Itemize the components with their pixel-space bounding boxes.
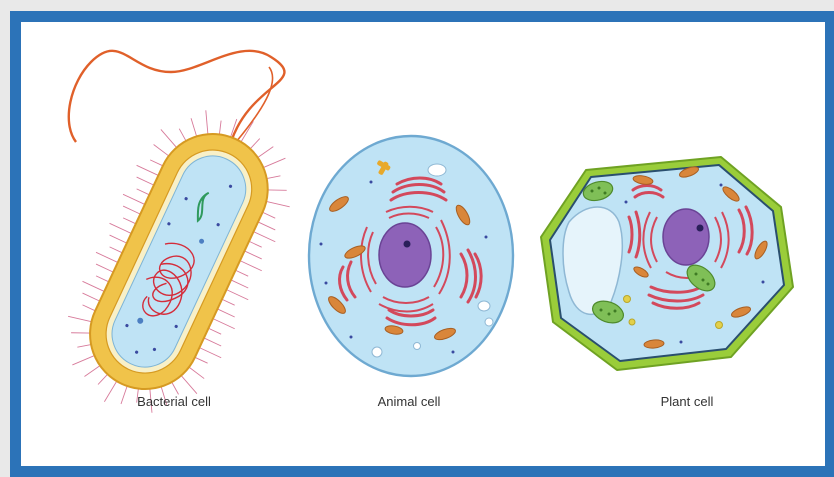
pilus <box>258 143 274 162</box>
pilus <box>96 264 113 272</box>
pilus <box>185 118 202 136</box>
pilus <box>137 165 159 175</box>
animal-cell <box>309 136 513 376</box>
flagellum <box>69 51 285 142</box>
nucleus <box>663 209 709 265</box>
pilus <box>197 110 217 134</box>
pilus <box>123 206 140 214</box>
pilus <box>104 380 116 403</box>
pilus <box>254 232 276 242</box>
pilus <box>123 218 136 224</box>
pilus <box>83 305 96 311</box>
pilus <box>123 194 145 204</box>
pilus <box>96 252 118 262</box>
pilus <box>258 222 275 230</box>
pilus <box>267 171 281 183</box>
nucleus <box>379 223 431 287</box>
pilus <box>217 309 234 317</box>
pilus <box>245 251 262 259</box>
diagram-frame: Bacterial cell Animal cell Plant cell <box>10 11 834 477</box>
pilus <box>68 312 91 326</box>
pilus <box>250 137 260 151</box>
nucleolus <box>697 225 704 232</box>
vacuole <box>478 301 490 311</box>
pilus <box>82 281 104 291</box>
pilus <box>110 235 127 243</box>
pilus <box>157 129 181 147</box>
pilus <box>84 362 100 381</box>
pilus <box>96 276 109 282</box>
pilus <box>177 376 201 394</box>
bacterial-cell-label: Bacterial cell <box>137 394 211 409</box>
pilus <box>98 372 108 386</box>
bacterial-cell <box>40 51 317 439</box>
pilus <box>137 189 150 195</box>
pilus <box>226 290 248 300</box>
pilus <box>150 160 163 166</box>
pilus <box>119 386 129 404</box>
pilus <box>77 340 91 352</box>
pilus <box>195 357 208 363</box>
pilus <box>110 247 123 253</box>
pilus <box>213 319 235 329</box>
pilus <box>231 280 248 288</box>
pilus <box>263 151 285 174</box>
animal-cell-label: Animal cell <box>378 394 441 409</box>
pilus <box>71 326 90 340</box>
pilus <box>240 261 262 271</box>
plant-cell-label: Plant cell <box>661 394 714 409</box>
pilus <box>187 367 206 378</box>
pilus <box>72 349 94 372</box>
pilus <box>152 144 171 155</box>
pilus <box>241 120 253 143</box>
vacuole <box>428 164 446 176</box>
pilus <box>235 270 248 276</box>
nucleolus <box>404 241 411 248</box>
pilus <box>263 212 276 218</box>
pilus <box>110 223 132 233</box>
pilus <box>215 121 225 135</box>
plant-cell <box>541 157 793 370</box>
pilus <box>83 293 100 301</box>
pilus <box>222 299 235 305</box>
pilus <box>137 177 154 185</box>
pilus <box>268 183 287 197</box>
pilus <box>199 348 221 358</box>
pilus <box>249 241 262 247</box>
pilus <box>266 197 289 211</box>
pilus <box>204 338 221 346</box>
pilus <box>208 328 221 334</box>
